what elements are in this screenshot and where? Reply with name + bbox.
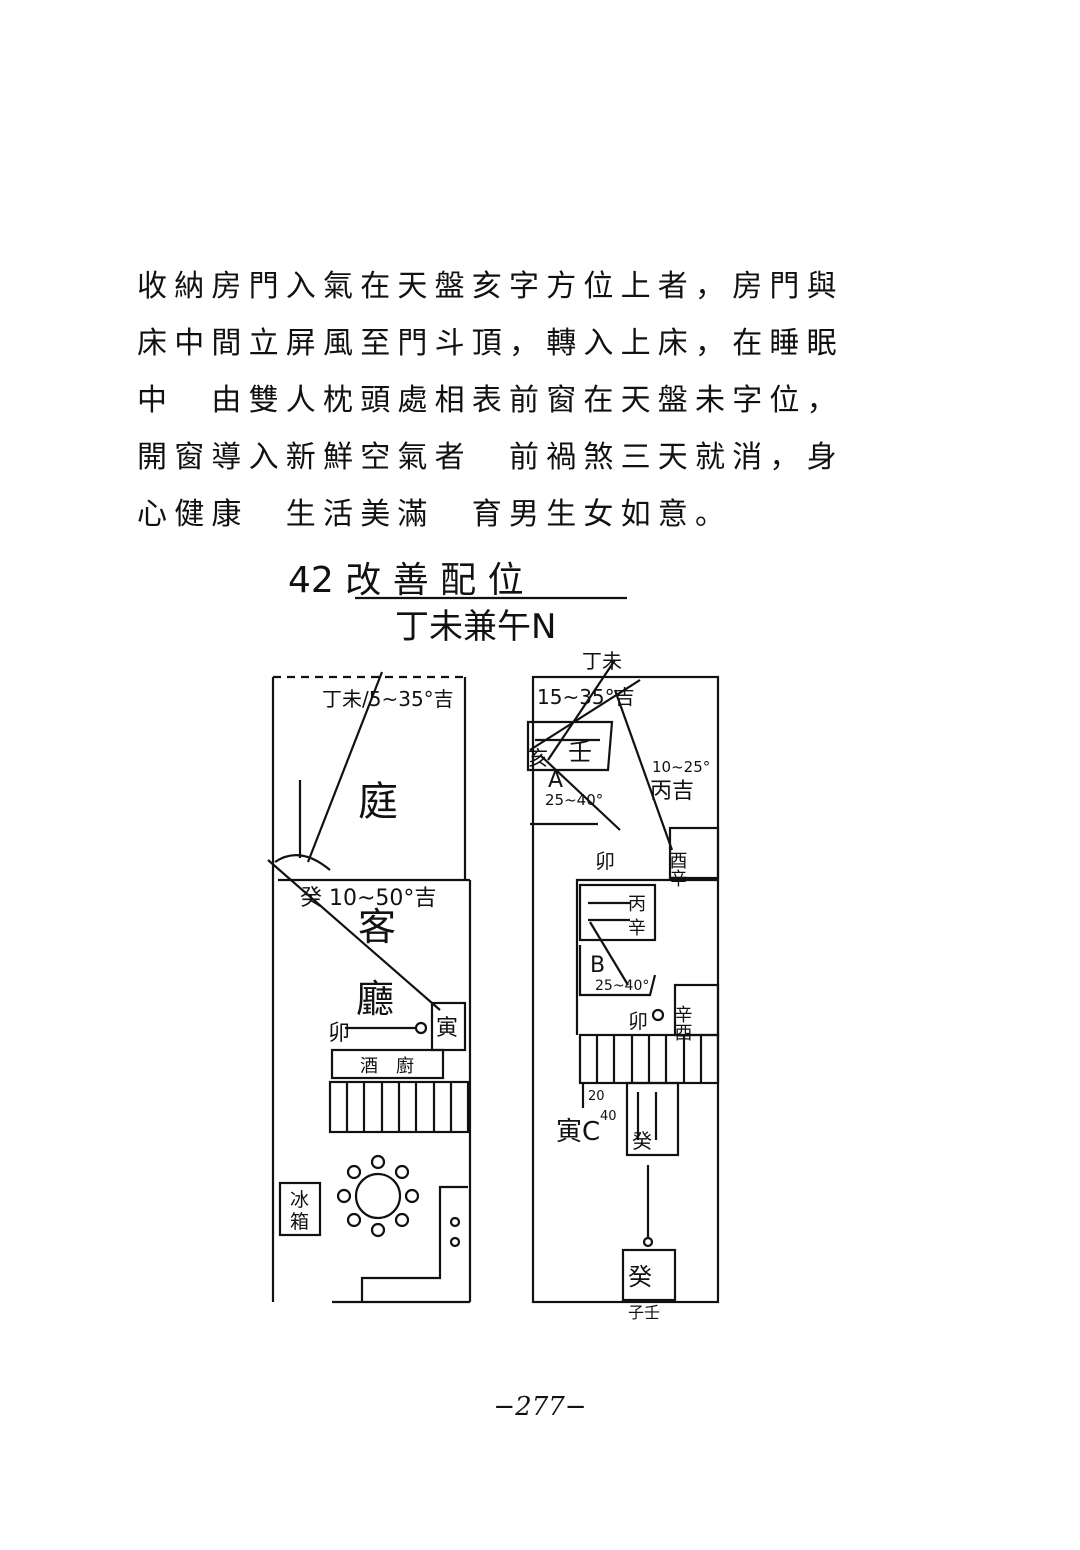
bed-b-label-2: 辛 [628, 918, 646, 939]
left-floor-plan: 丁未/5~35°吉 庭 癸 10~50°吉 客 廳 卯 寅 酒 廚 冰 箱 [267, 671, 472, 1304]
side-box-label: 寅 [436, 1016, 458, 1041]
body-paragraph: 收納房門入氣在天盤亥字方位上者，房門與 床中間立屏風至門斗頂，轉入上床，在睡眠 … [137, 258, 857, 543]
bed-b [578, 883, 657, 942]
range-top-label: 15~35°吉 [537, 685, 635, 709]
figure-subtitle: 丁未兼午N [395, 607, 556, 647]
xin-you-label: 辛酉 [672, 1005, 693, 1041]
left-top-label: 丁未/5~35°吉 [322, 687, 454, 711]
text-line: 心健康 生活美滿 育男生女如意。 [137, 497, 733, 532]
text-line: 開窗導入新鮮空氣者 前禍煞三天就消，身 [137, 440, 844, 475]
mao-label-2: 卯 [628, 1009, 648, 1033]
zi-ren-label: 子壬 [628, 1303, 660, 1322]
range-b-label: 25~40° [595, 978, 649, 994]
text-line: 中 由雙人枕頭處相表前窗在天盤未字位， [137, 383, 844, 418]
mao-label-1: 卯 [595, 849, 615, 873]
range-a-label: 25~40° [545, 791, 603, 809]
living-room-label-2: 廳 [356, 977, 394, 1021]
left-stairs [345, 1082, 453, 1132]
entry-label: 癸 10~50°吉 [300, 886, 436, 911]
dining-table [336, 1154, 420, 1238]
fridge-label: 冰 [290, 1189, 309, 1211]
right-stairs [595, 1035, 703, 1083]
room-c-label: 寅C [556, 1117, 600, 1147]
courtyard-label: 庭 [358, 779, 398, 825]
mao-label: 卯 [328, 1021, 350, 1046]
gui-box-label-2: 癸 [628, 1263, 652, 1291]
fridge-label-2: 箱 [290, 1211, 309, 1233]
right-floor-plan: 丁未 15~35°吉 壬 亥 A 25~40° 10~25° 丙吉 酉辛 卯 丙… [526, 649, 720, 1322]
room-b-label: B [590, 953, 605, 978]
range-c-label-2: 40 [600, 1109, 617, 1124]
right-top-label: 丁未 [582, 649, 622, 673]
bar-kitchen-label: 酒 廚 [360, 1055, 414, 1077]
range-bing-label: 10~25° [652, 758, 710, 776]
bed-a [526, 720, 614, 772]
text-line: 床中間立屏風至門斗頂，轉入上床，在睡眠 [137, 326, 844, 361]
hai-label: 亥 [528, 746, 548, 770]
range-c-label-1: 20 [588, 1089, 605, 1104]
fridge [278, 1181, 322, 1237]
room-a-label: A [548, 768, 563, 793]
bed-b-label-1: 丙 [628, 894, 646, 915]
page-number: −277− [493, 1392, 587, 1422]
living-room-label: 客 [358, 905, 396, 949]
figure-title: 42 改 善 配 位 [288, 560, 524, 601]
bed-a-label: 壬 [568, 738, 592, 766]
you-xin-label: 酉辛 [667, 851, 688, 887]
bing-ji-label: 丙吉 [650, 779, 694, 804]
gui-box-label: 癸 [632, 1129, 652, 1153]
text-line: 收納房門入氣在天盤亥字方位上者，房門與 [137, 269, 844, 304]
kitchen-counter [360, 1185, 468, 1302]
